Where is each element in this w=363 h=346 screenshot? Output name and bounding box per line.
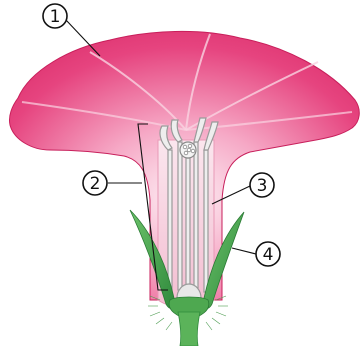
filament <box>168 150 172 292</box>
filament <box>194 142 198 290</box>
filament <box>178 142 182 290</box>
label-3: 3 <box>257 176 268 196</box>
label-2: 2 <box>90 174 101 194</box>
style <box>186 158 190 292</box>
filament <box>204 150 208 292</box>
label-4: 4 <box>263 245 274 265</box>
label-1: 1 <box>50 7 61 27</box>
stem <box>178 312 200 346</box>
callout-4: 4 <box>232 242 280 266</box>
